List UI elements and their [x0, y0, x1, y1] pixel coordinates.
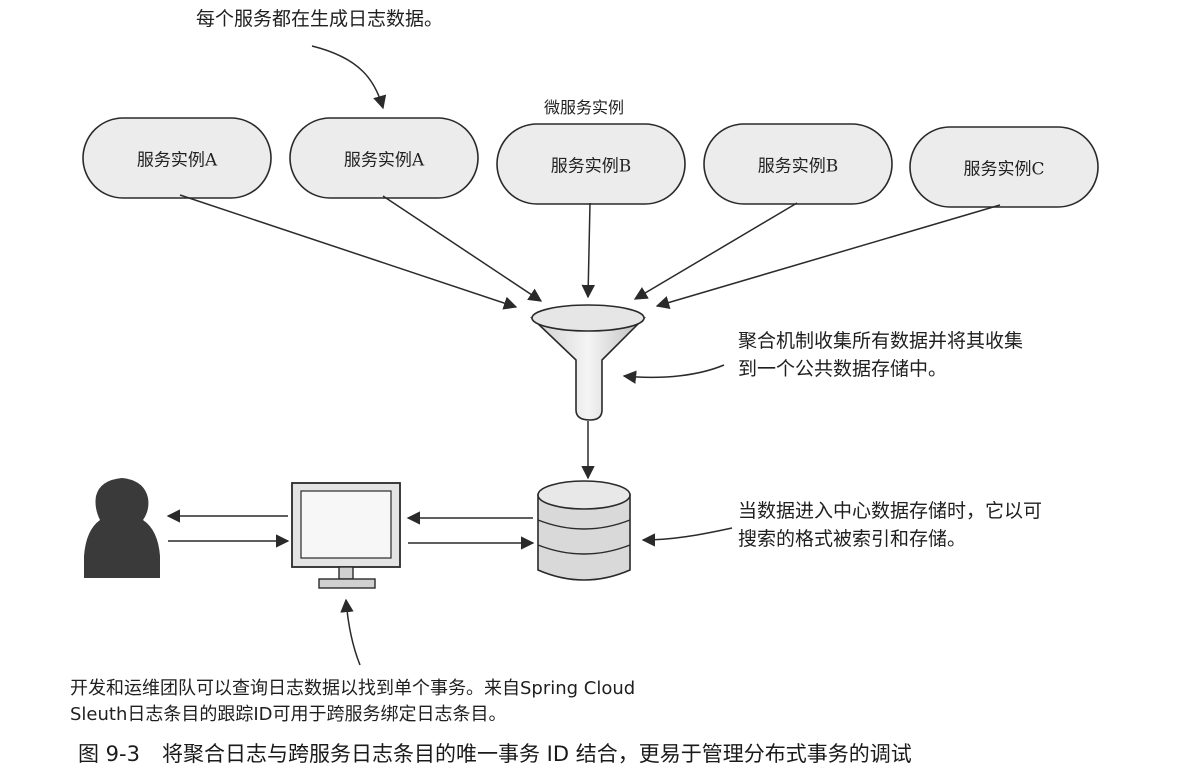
figure-caption-text: 将聚合日志与跨服务日志条目的唯一事务 ID 结合，更易于管理分布式事务的调试 [161, 742, 912, 766]
database-note-line-2: 搜索的格式被索引和存储。 [738, 528, 967, 550]
figure-number: 图 9-3 [78, 742, 140, 766]
figure-caption: 图 9-3 将聚合日志与跨服务日志条目的唯一事务 ID 结合，更易于管理分布式事务… [78, 738, 912, 768]
service-instance-label-2: 服务实例A [343, 150, 425, 171]
service-instance-label-5: 服务实例C [963, 159, 1045, 180]
service-instance-label-1: 服务实例A [136, 150, 218, 171]
bottom-note-line-1: 开发和运维团队可以查询日志数据以找到单个事务。来自Spring Cloud [70, 678, 636, 699]
service-instance-pill-5 [909, 126, 1099, 208]
arrow-funnel-note [622, 364, 725, 384]
service-instance-pill-4 [703, 123, 893, 205]
funnel-icon [530, 304, 646, 421]
arrow-service-5-to-funnel [655, 204, 1001, 310]
group-title: 微服务实例 [544, 98, 625, 117]
database-note-line-1: 当数据进入中心数据存储时，它以可 [738, 500, 1043, 522]
funnel-note-line-2: 到一个公共数据存储中。 [738, 358, 948, 380]
service-instance-label-4: 服务实例B [757, 156, 839, 177]
arrow-database-note [641, 527, 733, 547]
person-icon [84, 478, 160, 578]
arrow-service-1-to-funnel [179, 194, 518, 310]
arrow-service-2-to-funnel [382, 195, 543, 302]
service-instance-label-3: 服务实例B [550, 156, 632, 177]
top-note: 每个服务都在生成日志数据。 [196, 8, 444, 30]
arrow-bottom-note [340, 598, 361, 666]
arrow-top-note [311, 45, 387, 110]
database-icon [537, 480, 631, 581]
service-instance-pill-2 [289, 117, 479, 199]
service-instance-pill-1 [82, 117, 272, 199]
service-instance-pill-3 [496, 123, 686, 205]
monitor-icon [291, 482, 401, 589]
bottom-note-line-2: Sleuth日志条目的跟踪ID可用于跨服务绑定日志条目。 [70, 704, 507, 725]
funnel-note-line-1: 聚合机制收集所有数据并将其收集 [738, 330, 1024, 352]
arrow-service-4-to-funnel [633, 202, 798, 300]
arrow-service-3-to-funnel [581, 202, 596, 299]
